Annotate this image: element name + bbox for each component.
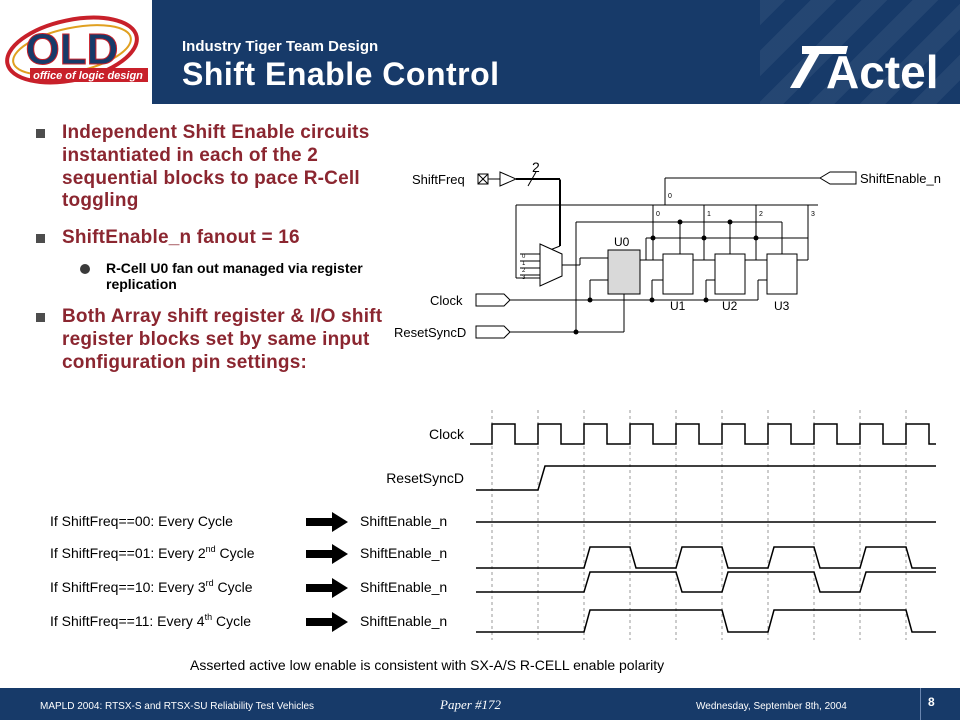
enable-every-4th-waveform — [476, 609, 936, 633]
shift-enable-out-label: ShiftEnable_n — [860, 171, 941, 186]
bullet-item: Both Array shift register & I/O shift re… — [36, 306, 396, 374]
footer-date: Wednesday, September 8th, 2004 — [696, 701, 847, 712]
bus-width-label: 2 — [532, 159, 540, 175]
round-bullet-icon — [80, 263, 90, 274]
mux-input-1: 1 — [522, 261, 526, 267]
shiftfreq-label: ShiftFreq — [412, 172, 465, 187]
enable-every-3rd-waveform — [476, 571, 936, 593]
output-port-icon — [819, 171, 857, 185]
output-label: ShiftEnable_n — [360, 613, 447, 629]
old-logo-icon: OLD office of logic design — [5, 15, 148, 85]
footer-conference: MAPLD 2004: RTSX-S and RTSX-SU Reliabili… — [40, 701, 315, 712]
actel-logo-icon: Actel — [790, 46, 938, 96]
reset-port-icon — [475, 325, 511, 339]
tap-label: 0 — [656, 211, 660, 218]
mux-input-2: 2 — [522, 268, 526, 274]
enable-every-2nd-waveform — [476, 546, 936, 569]
reset-waveform — [476, 465, 936, 491]
arrow-right-icon — [306, 512, 348, 532]
reg-label-u1: U1 — [670, 299, 686, 313]
header-bar: OLD office of logic design Industry Tige… — [0, 0, 960, 104]
arrow-right-icon — [306, 578, 348, 598]
tap-label: 1 — [707, 211, 711, 218]
sub-bullet-item: R-Cell U0 fan out managed via register r… — [80, 260, 396, 292]
footer-bar: MAPLD 2004: RTSX-S and RTSX-SU Reliabili… — [0, 688, 960, 720]
polarity-note: Asserted active low enable is consistent… — [190, 657, 664, 673]
tap-label: 3 — [811, 211, 815, 218]
footer-divider — [920, 688, 921, 720]
footer-paper: Paper #172 — [440, 697, 502, 712]
sub-bullet-text: R-Cell U0 fan out managed via register r… — [106, 259, 363, 293]
square-bullet-icon — [36, 129, 45, 138]
old-logo: OLD office of logic design — [0, 0, 152, 104]
slide-subtitle: Industry Tiger Team Design — [182, 38, 379, 55]
mux-input-3: 3 — [522, 275, 526, 281]
arrow-right-icon — [306, 544, 348, 564]
timing-diagram: Clock ResetSyncD If ShiftFreq==00: Every… — [50, 410, 936, 673]
bullet-text: Independent Shift Enable circuits instan… — [62, 122, 370, 212]
condition-label: If ShiftFreq==01: Every 2nd Cycle — [50, 544, 255, 561]
reset-label: ResetSyncD — [394, 325, 466, 340]
condition-label: If ShiftFreq==11: Every 4th Cycle — [50, 612, 251, 629]
condition-label: If ShiftFreq==10: Every 3rd Cycle — [50, 578, 253, 595]
register-u3 — [766, 253, 798, 295]
old-logo-tagline: office of logic design — [33, 70, 143, 82]
mux-input-0: 0 — [522, 254, 526, 260]
register-u0 — [607, 249, 641, 295]
tap-label: 0 — [668, 193, 672, 200]
page-number: 8 — [928, 695, 935, 709]
output-label: ShiftEnable_n — [360, 545, 447, 561]
tap-label: 2 — [759, 211, 763, 218]
square-bullet-icon — [36, 313, 45, 323]
output-label: ShiftEnable_n — [360, 579, 447, 595]
slide-title: Shift Enable Control — [182, 56, 500, 92]
condition-label: If ShiftFreq==00: Every Cycle — [50, 513, 233, 529]
timing-reset-label: ResetSyncD — [386, 470, 464, 486]
schematic-diagram: ShiftFreq 2 ShiftEnable_n Clock ResetSyn… — [394, 159, 941, 340]
buffer-icon — [499, 171, 518, 187]
bullet-list: Independent Shift Enable circuits instan… — [36, 122, 396, 389]
reg-label-u0: U0 — [614, 235, 630, 249]
bullet-text: ShiftEnable_n fanout = 16 — [62, 227, 300, 249]
clock-label: Clock — [430, 293, 463, 308]
clock-waveform — [470, 423, 936, 445]
clock-port-icon — [475, 293, 511, 307]
timing-clock-label: Clock — [429, 426, 465, 442]
mux-icon — [539, 243, 563, 287]
bullet-item: ShiftEnable_n fanout = 16 — [36, 227, 396, 250]
register-u1 — [662, 253, 694, 295]
square-bullet-icon — [36, 234, 45, 244]
reg-label-u3: U3 — [774, 299, 790, 313]
old-logo-text: OLD — [26, 25, 119, 74]
bullet-item: Independent Shift Enable circuits instan… — [36, 122, 396, 213]
register-u2 — [714, 253, 746, 295]
reg-label-u2: U2 — [722, 299, 738, 313]
actel-logo-text: Actel — [826, 46, 938, 96]
output-label: ShiftEnable_n — [360, 513, 447, 529]
bullet-text: Both Array shift register & I/O shift re… — [62, 306, 383, 373]
arrow-right-icon — [306, 612, 348, 632]
